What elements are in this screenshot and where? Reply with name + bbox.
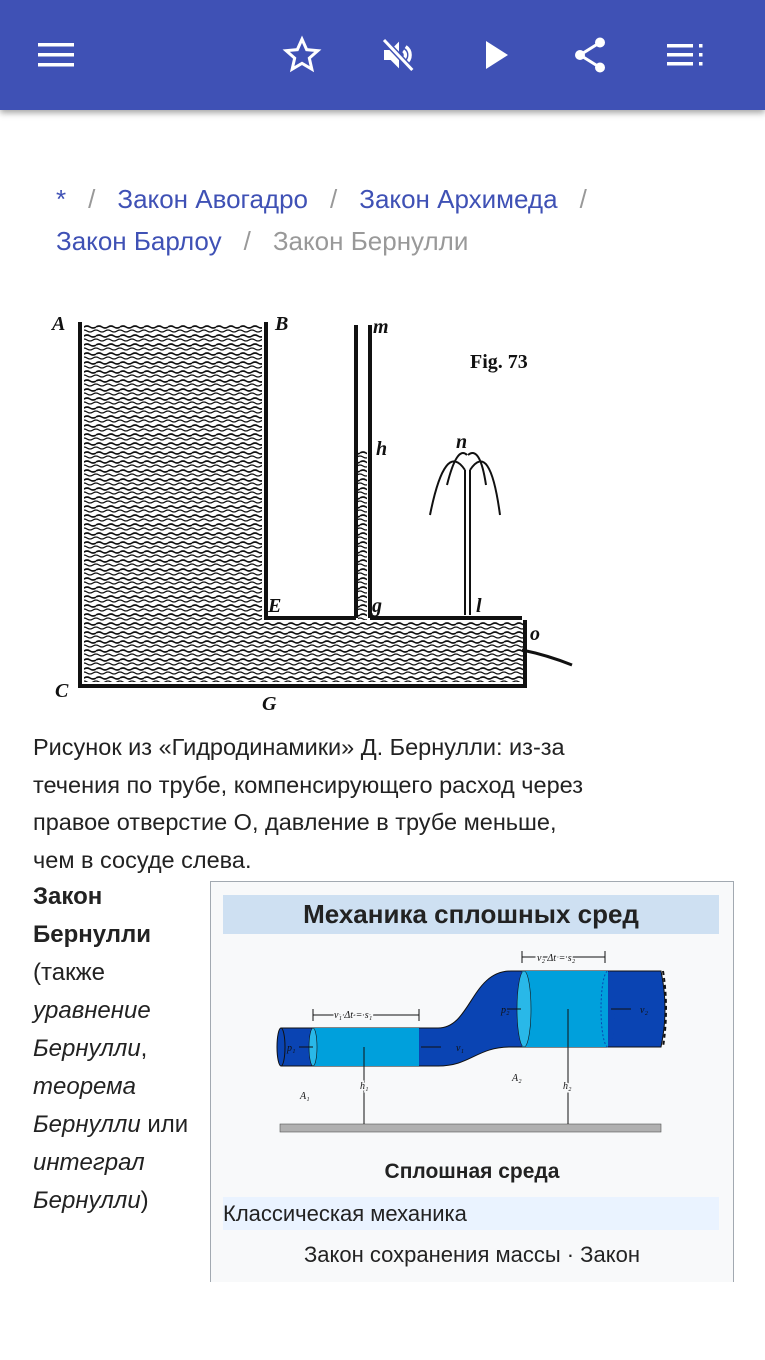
figure-caption: Рисунок из «Гидродинамики» Д. Бернулли: …: [33, 734, 583, 874]
infobox-links[interactable]: Закон сохранения массы · Закон: [304, 1242, 640, 1267]
app-bar: [0, 0, 765, 110]
alt-name: теорема Бернулли: [33, 1073, 141, 1138]
label-C: C: [55, 680, 69, 702]
play-button[interactable]: [473, 31, 521, 79]
lead-text: ,: [140, 1035, 148, 1062]
alt-name: уравнение Бернулли: [33, 997, 151, 1062]
fountain-jet: [429, 452, 573, 667]
label-n: n: [456, 431, 467, 453]
fluid-segment-1: [313, 1028, 419, 1066]
label-s2: v₂ Δt = s₂: [537, 953, 576, 964]
breadcrumb-separator: /: [330, 184, 338, 214]
breadcrumb-barlow[interactable]: Закон Барлоу: [56, 226, 222, 256]
tank-water: [84, 324, 262, 682]
label-v2: v₂: [640, 1005, 648, 1016]
label-g: g: [371, 595, 382, 617]
tube-water: [358, 450, 367, 620]
mute-button[interactable]: [375, 31, 423, 79]
bernoulli-figure-73[interactable]: A B C G E g l o h m n Fig. 73: [50, 305, 580, 715]
vessel-walls: [78, 322, 527, 688]
playlist-icon: [667, 44, 703, 66]
breadcrumb-separator: /: [243, 226, 251, 256]
label-B: B: [274, 313, 288, 335]
label-G: G: [262, 693, 277, 715]
breadcrumb-separator: /: [579, 184, 587, 214]
label-l: l: [476, 595, 482, 617]
contents-button[interactable]: [662, 31, 710, 79]
figure-number: Fig. 73: [470, 351, 528, 373]
lead-text: или: [140, 1111, 189, 1138]
favorite-button[interactable]: [278, 31, 326, 79]
label-A2: A₂: [511, 1073, 522, 1084]
infobox: Механика сплошных сред v₁ Δt = s₁ v₂ Δt …: [210, 881, 734, 1282]
share-icon: [575, 37, 605, 73]
fluid-segment-2: [522, 971, 608, 1047]
infobox-title: Механика сплошных сред: [223, 895, 719, 934]
lead-text: (также: [33, 959, 105, 986]
label-h2: h₂: [563, 1081, 572, 1092]
label-A: A: [50, 313, 65, 335]
label-p1: p₁: [286, 1043, 295, 1054]
label-v1: v₁: [456, 1043, 464, 1054]
breadcrumb-separator: /: [88, 184, 96, 214]
label-h: h: [376, 438, 387, 460]
label-m: m: [373, 316, 389, 338]
breadcrumb-avogadro[interactable]: Закон Авогадро: [117, 184, 309, 214]
label-h1: h₁: [360, 1081, 368, 1092]
label-o: o: [530, 623, 540, 645]
label-A1: A₁: [299, 1091, 310, 1102]
article-term: Закон Бернулли: [33, 883, 152, 948]
alt-name: интеграл Бернулли: [33, 1149, 145, 1214]
lead-paragraph: Закон Бернулли (также уравнение Бернулли…: [33, 878, 203, 1220]
infobox-subtitle: Сплошная среда: [384, 1160, 560, 1183]
breadcrumb: * / Закон Авогадро / Закон Архимеда / Закон Ба…: [56, 178, 736, 262]
menu-icon: [38, 43, 74, 67]
breadcrumb-archimedes[interactable]: Закон Архимеда: [359, 184, 558, 214]
bernoulli-pipe-diagram[interactable]: v₁ Δt = s₁ v₂ Δt = s₂ p₁ p₂ v₁ v₂ A₁ A₂ …: [271, 941, 671, 1141]
menu-button[interactable]: [32, 31, 80, 79]
share-button[interactable]: [566, 31, 614, 79]
breadcrumb-home[interactable]: *: [56, 184, 67, 214]
label-E: E: [267, 595, 281, 617]
star-icon: [282, 35, 322, 73]
infobox-section-header[interactable]: Классическая механика: [223, 1197, 719, 1230]
lead-text: ): [140, 1187, 149, 1214]
volume-off-icon: [381, 37, 415, 73]
play-icon: [486, 41, 508, 69]
ground: [279, 1123, 662, 1133]
breadcrumb-current: Закон Бернулли: [272, 226, 469, 256]
pipe-water: [262, 622, 524, 682]
label-p2: p₂: [500, 1005, 510, 1016]
label-s1: v₁ Δt = s₁: [334, 1010, 372, 1021]
